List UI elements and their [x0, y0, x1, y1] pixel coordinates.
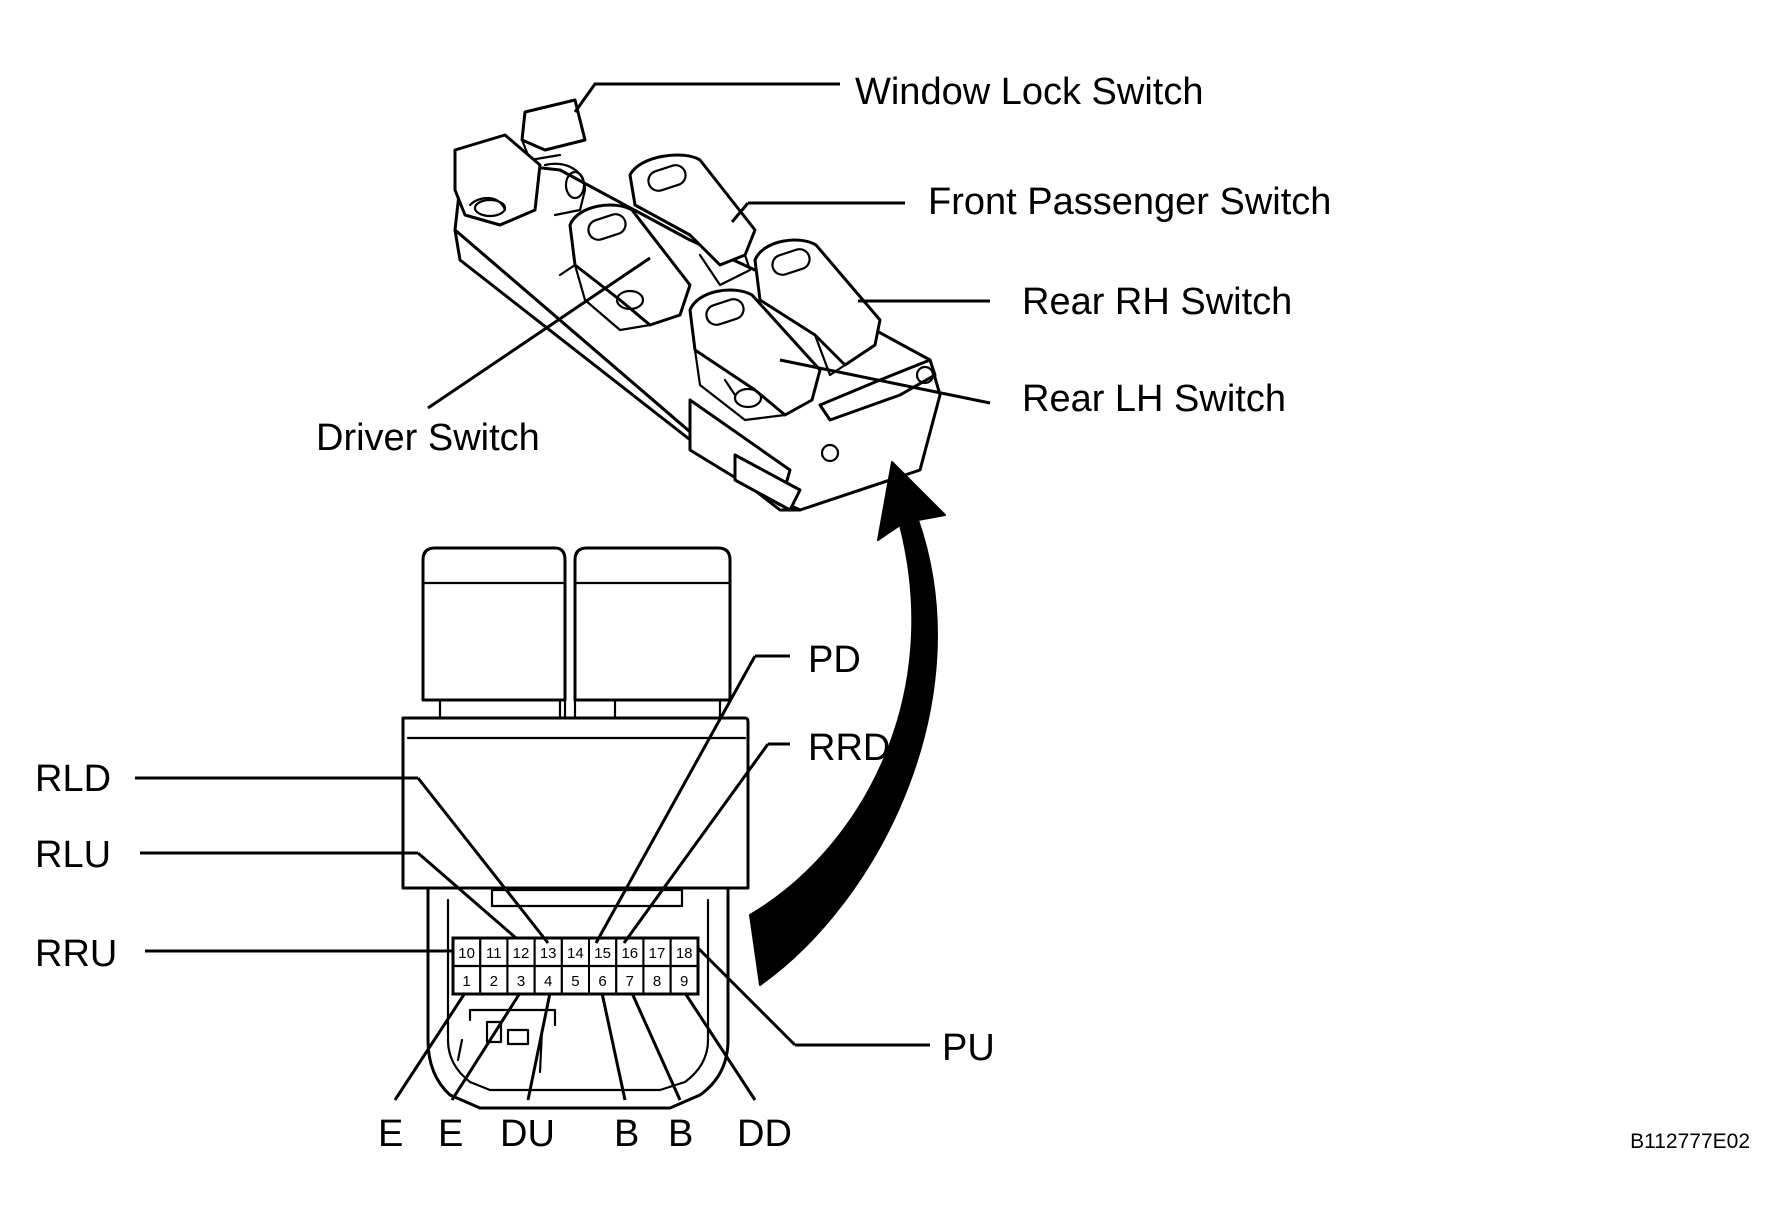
pin-number: 1 [462, 973, 470, 990]
pin-number: 6 [598, 973, 606, 990]
label-rear-lh-switch: Rear LH Switch [1022, 378, 1286, 420]
pin-number: 13 [540, 945, 557, 962]
connector-illustration [401, 546, 750, 1110]
pin-number: 10 [458, 945, 475, 962]
master-switch-illustration [453, 98, 942, 512]
label-rlu: RLU [35, 834, 111, 876]
label-window-lock-switch: Window Lock Switch [855, 71, 1203, 113]
label-e-2: E [438, 1113, 463, 1155]
pin-number: 18 [676, 945, 693, 962]
label-rld: RLD [35, 758, 111, 800]
label-dd: DD [737, 1113, 792, 1155]
pin-row-top: 10 11 12 13 14 15 16 17 18 [458, 945, 692, 962]
label-front-passenger-switch: Front Passenger Switch [928, 181, 1331, 223]
pin-number: 9 [680, 973, 688, 990]
pin-number: 7 [626, 973, 634, 990]
switch-labels: Window Lock Switch Front Passenger Switc… [316, 71, 1331, 459]
label-b-2: B [668, 1113, 693, 1155]
label-pd: PD [808, 639, 861, 681]
label-pu: PU [942, 1027, 995, 1069]
pin-number: 14 [567, 945, 584, 962]
pin-number: 17 [649, 945, 666, 962]
figure-code: B112777E02 [1630, 1130, 1750, 1153]
pin-number: 4 [544, 973, 552, 990]
leader-lines [135, 82, 991, 1101]
pin-number: 2 [490, 973, 498, 990]
pin-number: 16 [621, 945, 638, 962]
pin-number: 15 [594, 945, 611, 962]
pin-number: 3 [517, 973, 525, 990]
label-e-1: E [378, 1113, 403, 1155]
label-rrd: RRD [808, 727, 890, 769]
pin-number: 12 [513, 945, 530, 962]
label-b-1: B [614, 1113, 639, 1155]
pin-number: 5 [571, 973, 579, 990]
label-driver-switch: Driver Switch [316, 417, 540, 459]
pin-row-bottom: 1 2 3 4 5 6 7 8 9 [462, 973, 688, 990]
pin-number: 8 [653, 973, 661, 990]
label-du: DU [500, 1113, 555, 1155]
pin-number: 11 [486, 945, 502, 962]
flip-direction-arrow [749, 461, 946, 986]
label-rru: RRU [35, 933, 117, 975]
terminal-labels: PD RRD RLD RLU RRU PU E E DU B B DD [35, 639, 995, 1155]
label-rear-rh-switch: Rear RH Switch [1022, 281, 1292, 323]
